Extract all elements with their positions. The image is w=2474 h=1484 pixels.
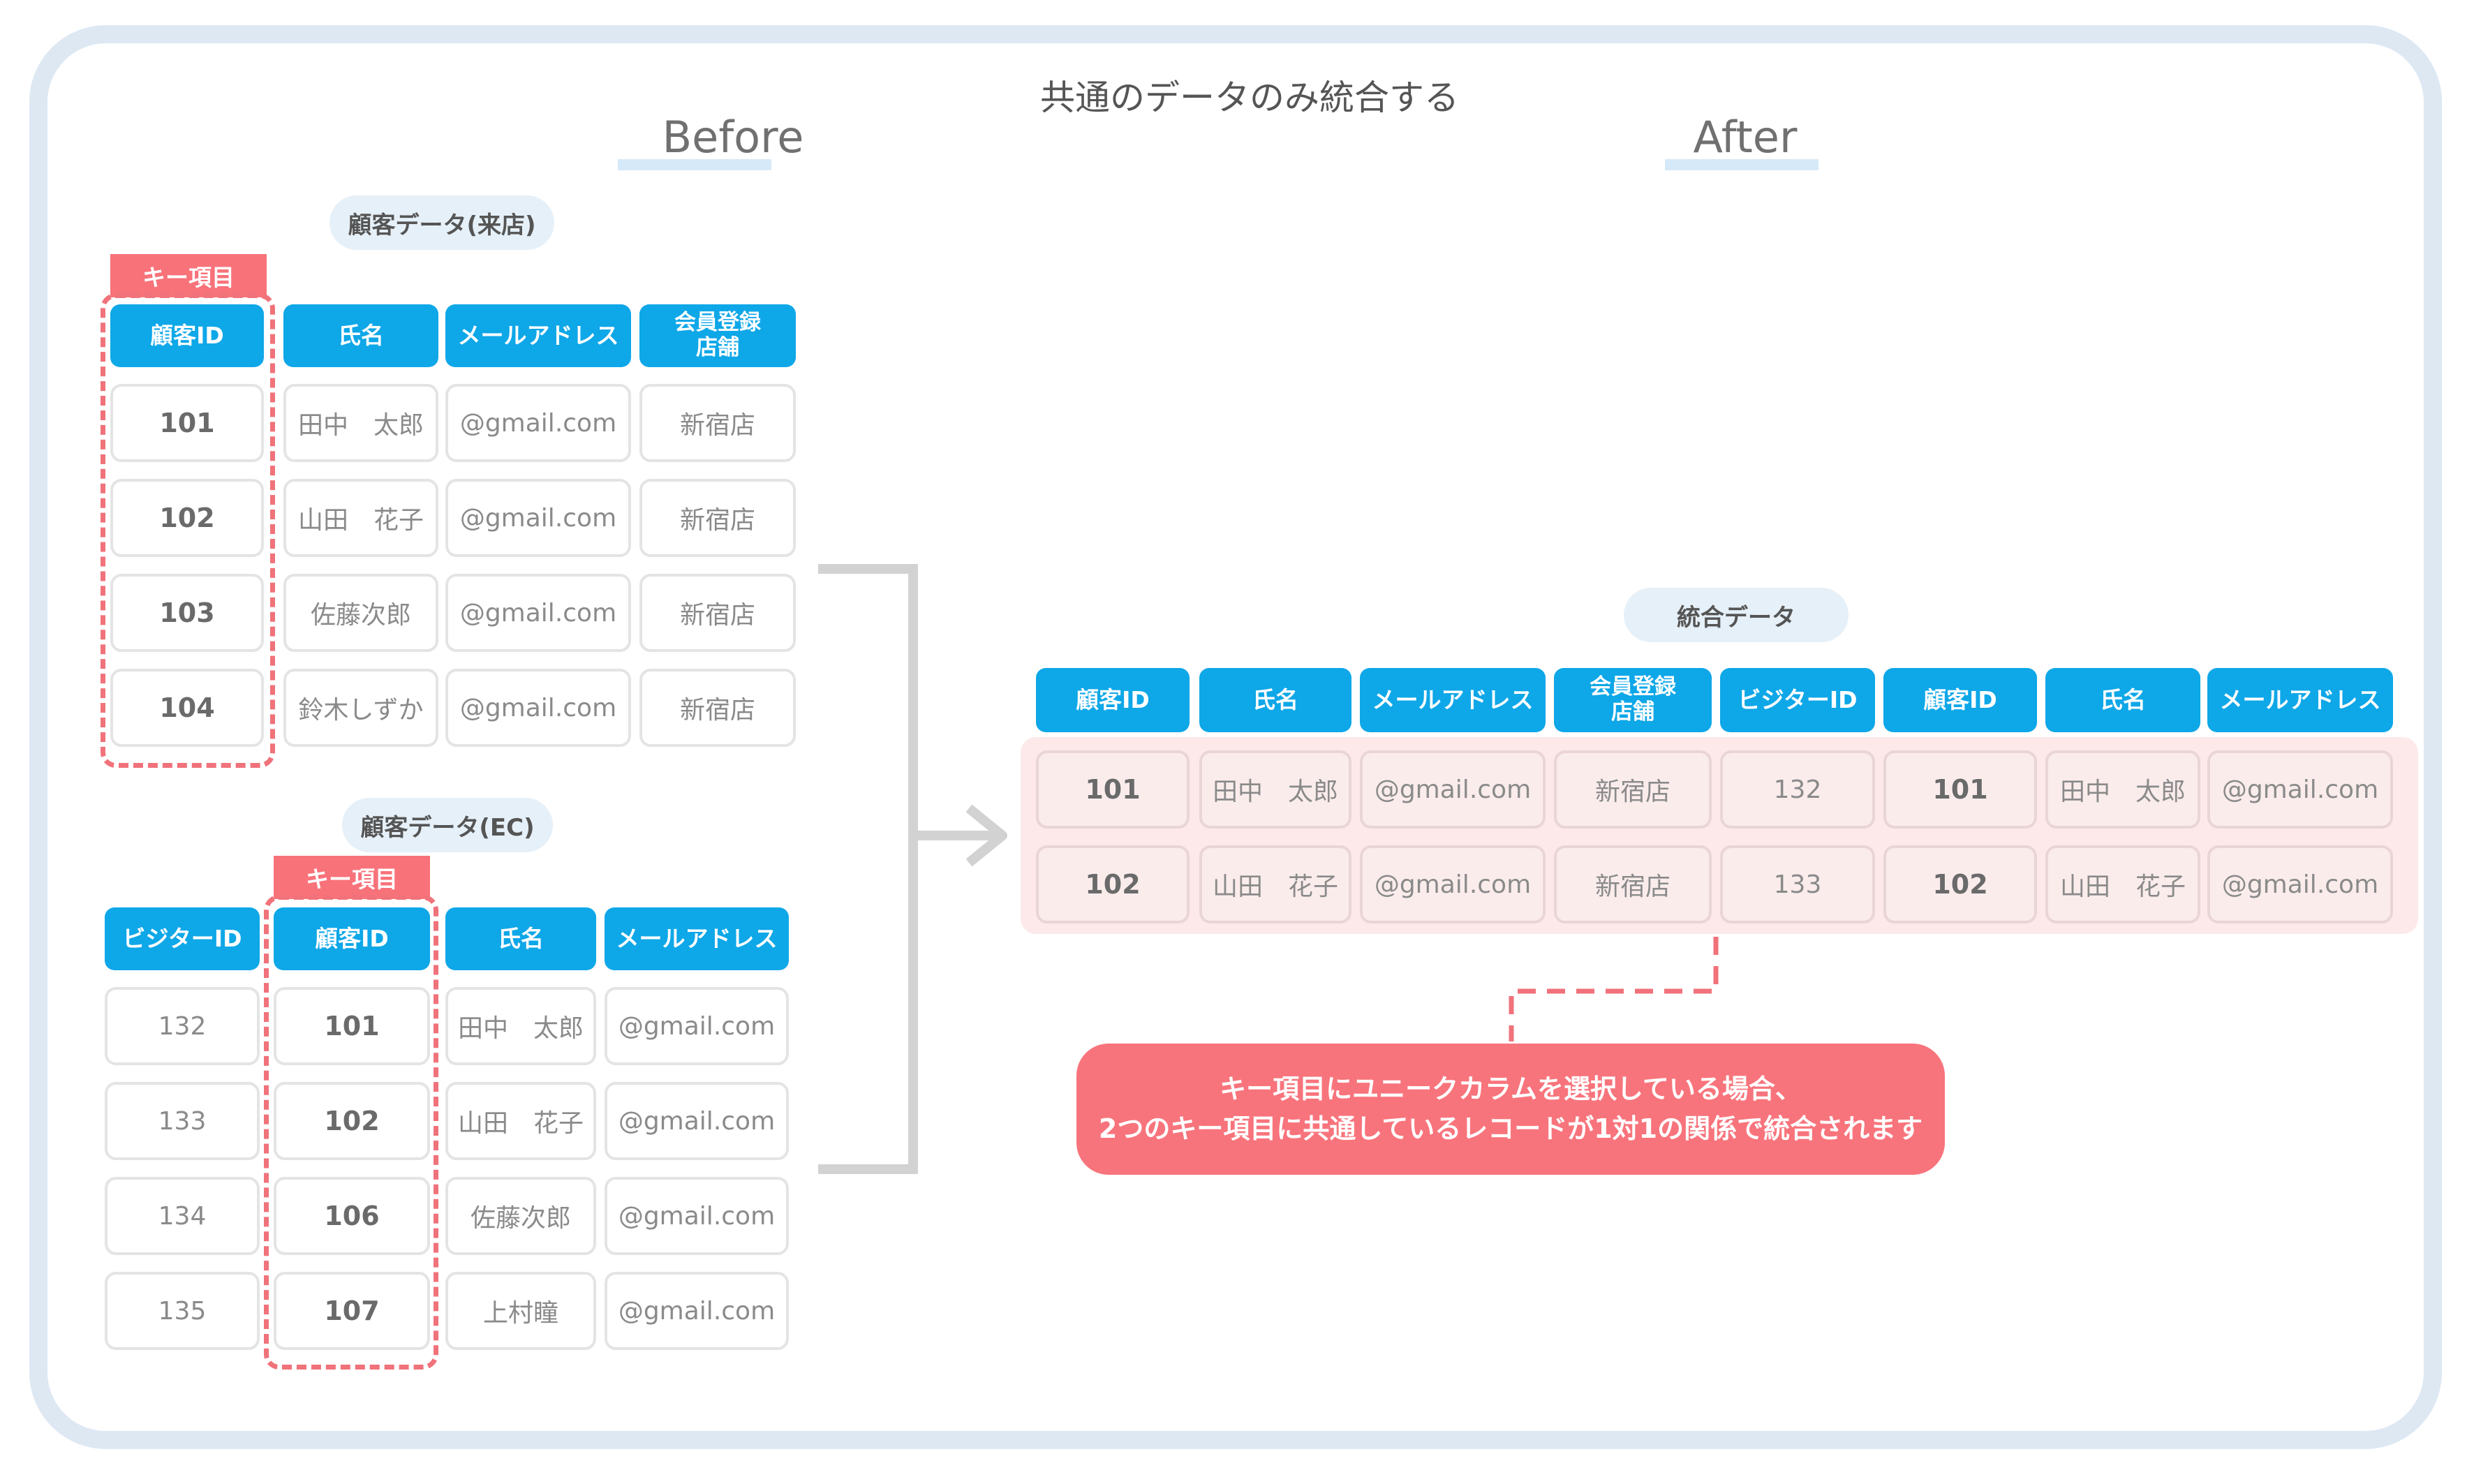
- table-cell: @gmail.com: [2207, 750, 2393, 829]
- table-cell: @gmail.com: [2207, 845, 2393, 923]
- table-cell: 101: [1036, 750, 1190, 829]
- merged-table-header-0: 顧客ID: [1036, 668, 1190, 732]
- table-cell: 新宿店: [639, 479, 796, 557]
- table-cell: 田中 太郎: [283, 384, 438, 462]
- table-cell: 新宿店: [639, 384, 796, 462]
- table-cell: 107: [274, 1272, 430, 1350]
- merged-table-header-6: 氏名: [2045, 668, 2200, 732]
- callout-line-2: 2つのキー項目に共通しているレコードが1対1の関係で統合されます: [1098, 1113, 1923, 1144]
- store-table-header-0: 顧客ID: [110, 304, 264, 367]
- after-underline: [1665, 159, 1819, 170]
- table-cell: 山田 花子: [2045, 845, 2200, 923]
- merged-table-caption: 統合データ: [1624, 588, 1849, 642]
- table-cell: 鈴木しずか: [283, 669, 438, 747]
- store-table-header-2: メールアドレス: [445, 304, 631, 367]
- merged-table-header-3: 会員登録店舗: [1554, 668, 1712, 732]
- table-cell: 102: [1036, 845, 1190, 923]
- ec-table-header-2: 氏名: [445, 907, 596, 970]
- store-table-header-1: 氏名: [283, 304, 438, 367]
- note-pointer-line: [1509, 937, 1719, 1041]
- merged-table-header-5: 顧客ID: [1883, 668, 2037, 732]
- table-cell: 田中 太郎: [1199, 750, 1351, 829]
- table-cell: @gmail.com: [445, 384, 631, 462]
- table-cell: 上村瞳: [445, 1272, 596, 1350]
- before-underline: [618, 159, 771, 170]
- table-cell: 103: [110, 574, 264, 652]
- table-cell: @gmail.com: [1360, 750, 1546, 829]
- table-cell: 135: [105, 1272, 260, 1350]
- table-cell: @gmail.com: [1360, 845, 1546, 923]
- table-cell: 101: [274, 987, 430, 1065]
- before-label: Before: [662, 112, 804, 163]
- merged-table-header-1: 氏名: [1199, 668, 1351, 732]
- diagram-title: 共通のデータのみ統合する: [1040, 77, 1459, 118]
- store-key-column-outline: [101, 293, 275, 768]
- table-cell: @gmail.com: [445, 479, 631, 557]
- table-cell: 102: [274, 1082, 430, 1160]
- store-table-caption: 顧客データ(来店): [329, 195, 554, 250]
- table-cell: 山田 花子: [445, 1082, 596, 1160]
- table-cell: 佐藤次郎: [283, 574, 438, 652]
- table-cell: 新宿店: [639, 669, 796, 747]
- table-cell: 102: [1883, 845, 2037, 923]
- table-cell: 132: [1720, 750, 1875, 829]
- after-label: After: [1693, 112, 1798, 163]
- ec-table-header-1: 顧客ID: [274, 907, 430, 970]
- table-cell: 106: [274, 1177, 430, 1255]
- merged-table-header-2: メールアドレス: [1360, 668, 1546, 732]
- table-cell: 新宿店: [1554, 750, 1712, 829]
- table-cell: 134: [105, 1177, 260, 1255]
- table-cell: 新宿店: [1554, 845, 1712, 923]
- table-cell: 山田 花子: [1199, 845, 1351, 923]
- callout-line-1: キー項目にユニークカラムを選択している場合、: [1220, 1074, 1802, 1104]
- table-cell: 田中 太郎: [445, 987, 596, 1065]
- merged-table-header-4: ビジターID: [1720, 668, 1875, 732]
- table-cell: @gmail.com: [605, 987, 789, 1065]
- bracket-connector: [818, 564, 918, 1174]
- table-cell: @gmail.com: [445, 669, 631, 747]
- merge-explanation-callout: キー項目にユニークカラムを選択している場合、 2つのキー項目に共通しているレコー…: [1076, 1044, 1945, 1175]
- table-cell: 佐藤次郎: [445, 1177, 596, 1255]
- table-cell: @gmail.com: [445, 574, 631, 652]
- table-cell: 133: [105, 1082, 260, 1160]
- table-cell: 田中 太郎: [2045, 750, 2200, 829]
- table-cell: 山田 花子: [283, 479, 438, 557]
- arrow-head-icon: [965, 804, 1007, 867]
- table-cell: 101: [1883, 750, 2037, 829]
- ec-table-header-3: メールアドレス: [605, 907, 789, 970]
- table-cell: 132: [105, 987, 260, 1065]
- table-cell: 新宿店: [639, 574, 796, 652]
- store-key-tag: キー項目: [110, 254, 267, 297]
- table-cell: 104: [110, 669, 264, 747]
- table-cell: 102: [110, 479, 264, 557]
- store-table-header-3: 会員登録店舗: [639, 304, 796, 367]
- ec-key-column-outline: [264, 895, 438, 1370]
- merged-table-header-7: メールアドレス: [2207, 668, 2393, 732]
- table-cell: 133: [1720, 845, 1875, 923]
- table-cell: @gmail.com: [605, 1177, 789, 1255]
- table-cell: @gmail.com: [605, 1272, 789, 1350]
- table-cell: 101: [110, 384, 264, 462]
- table-cell: @gmail.com: [605, 1082, 789, 1160]
- ec-table-header-0: ビジターID: [105, 907, 260, 970]
- ec-table-caption: 顧客データ(EC): [342, 798, 553, 852]
- ec-key-tag: キー項目: [274, 856, 430, 899]
